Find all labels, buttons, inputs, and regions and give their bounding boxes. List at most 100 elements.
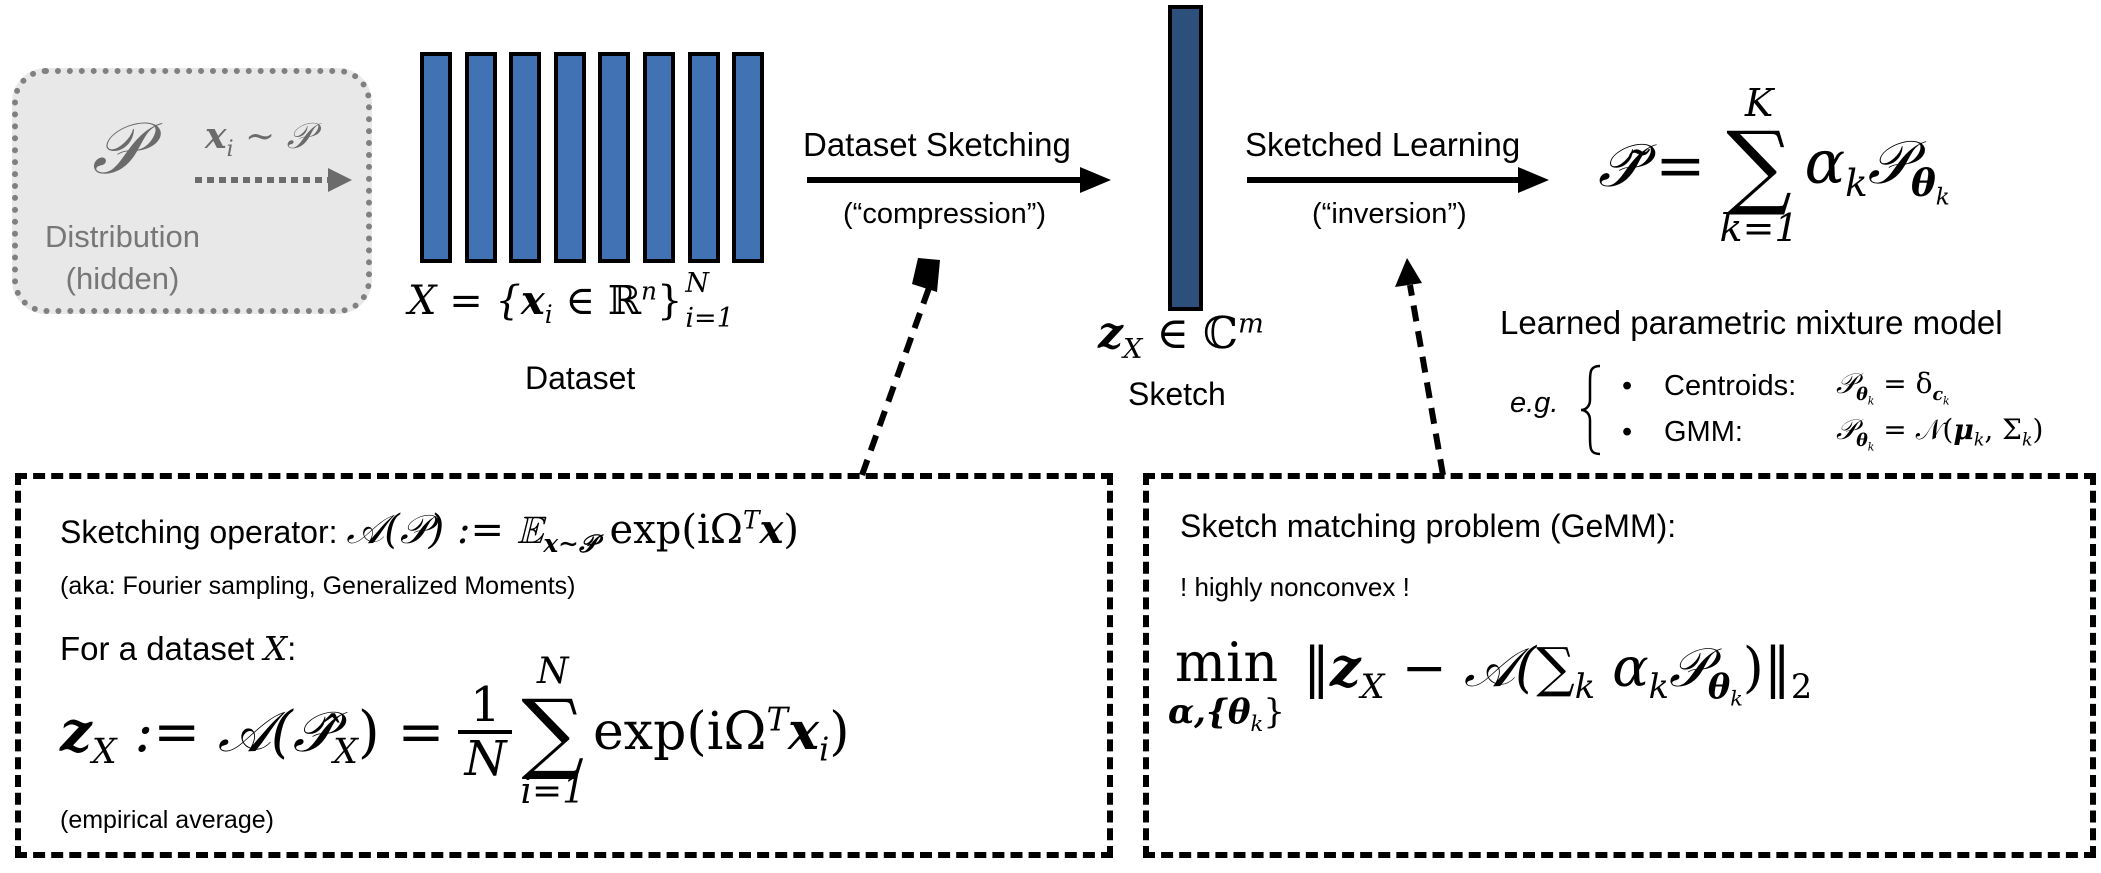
example-mu-k: k (1973, 430, 1985, 451)
operator-x: x (759, 506, 784, 553)
sketch-z-sub: X (1123, 333, 1143, 365)
objective-theta-sub: k (1730, 686, 1743, 711)
compression-label: (“compression”) (843, 198, 1047, 230)
dataset-bar (688, 52, 720, 263)
mixture-lhs: 𝒫̃ (1598, 130, 1642, 201)
example-P: 𝒫 (1836, 413, 1857, 446)
objective-z: z (1329, 635, 1361, 699)
sketch-z: z (1098, 308, 1123, 359)
fraction-denominator: N (464, 731, 507, 787)
sum-symbol-icon: ∑ (521, 680, 585, 784)
operator-exp: exp(iΩ (596, 507, 743, 553)
dataset-bar (732, 52, 764, 263)
for-dataset-text: For a dataset X: (60, 632, 296, 665)
sum-upper: N (536, 651, 569, 693)
dataset-bar (643, 52, 675, 263)
empirical-average-note: (empirical average) (60, 806, 274, 834)
for-dataset-var: X (263, 629, 288, 668)
norm-sub: 2 (1790, 666, 1813, 706)
fraction: 1 N (458, 676, 513, 787)
nonconvex-warning: ! highly nonconvex ! (1180, 572, 1410, 602)
dataset-formula: X = {xi ∈ ℝn} N i=1 (408, 270, 734, 332)
sketch-matching-title: Sketch matching problem (GeMM): (1180, 508, 1677, 544)
dataset-sketching-arrow (807, 167, 1111, 193)
mixture-P: 𝒫 (1867, 128, 1911, 199)
exp-x: x (787, 701, 819, 762)
example-sigma-k: k (2021, 430, 2033, 451)
example-gmm: •GMM: (1622, 418, 1743, 447)
empirical-eq: ) = (357, 699, 445, 765)
exp-term: exp(iΩTxi) (593, 704, 850, 766)
sum-lower: i=1 (520, 770, 586, 812)
exp-sup: T (766, 700, 788, 739)
dataset-formula-x: x (520, 277, 545, 324)
mixture-eq: = (1655, 130, 1706, 201)
example-close-paren: ) (2032, 413, 2044, 446)
dataset-formula-close: } (656, 278, 683, 324)
exp-close: ) (829, 702, 850, 762)
sketching-operator-label: Sketching operator: (60, 514, 338, 550)
example-theta-sub: k (1867, 440, 1875, 454)
dataset-bar (509, 52, 541, 263)
sketch-matching-objective: ‖zX − 𝒜(∑k αk𝒫θk)‖2 (1303, 640, 1812, 709)
min-subscript: α,{θk} (1168, 693, 1285, 734)
eg-label: e.g. (1510, 387, 1559, 419)
sample-x: x (205, 115, 227, 157)
sampling-arrow (195, 168, 352, 192)
empirical-P-hat: 𝒫̂ (292, 699, 334, 765)
aka-text: (aka: Fourier sampling, Generalized Mome… (60, 572, 576, 600)
exp-sub: i (818, 730, 830, 769)
sketch-bar (1168, 5, 1203, 311)
empirical-z-sub: X (91, 731, 117, 772)
mixture-theta-sub: k (1935, 184, 1950, 211)
example-sigma: , Σ (1984, 413, 2022, 446)
objective-P: 𝒫 (1668, 636, 1708, 699)
connector-left (859, 258, 940, 477)
example-P: 𝒫 (1836, 367, 1857, 400)
dataset-sketching-label: Dataset Sketching (803, 126, 1071, 163)
min-operator: min (1174, 631, 1279, 694)
example-name: Centroids: (1664, 370, 1797, 402)
sampling-label: xi ∼ 𝒫 (205, 115, 313, 160)
bullet-icon: • (1622, 370, 1633, 402)
empirical-P-hat-sub: X (333, 731, 358, 772)
distribution-label: Distribution (hidden) (30, 216, 215, 300)
operator-sup: T (742, 505, 760, 535)
sum-symbol-icon: ∑ (1726, 112, 1792, 219)
sketch-label: Sketch (1128, 376, 1226, 412)
dataset-formula-x-sub: i (544, 300, 553, 329)
objective-sum-sub: k (1574, 666, 1596, 706)
example-theta-sub: k (1867, 394, 1875, 408)
min-sub-k: k (1250, 710, 1264, 736)
objective-close: )‖ (1742, 636, 1791, 699)
empirical-z: z (60, 698, 92, 765)
sketched-learning-label: Sketched Learning (1245, 126, 1521, 163)
sketching-operator-text: Sketching operator: 𝒜(𝒫) := 𝔼x∼𝒫 exp(iΩT… (60, 507, 799, 556)
dataset-formula-upper: N (685, 268, 710, 299)
exp-open: exp(iΩ (593, 702, 767, 762)
example-rhs-sub: c (1932, 384, 1944, 405)
distribution-symbol: 𝒫 (92, 106, 144, 190)
mixture-theta: θ (1910, 161, 1936, 206)
connector-right-arrowhead (1395, 258, 1422, 287)
sample-sub: i (226, 136, 234, 163)
operator-lhs: 𝒜(𝒫) := 𝔼 (346, 507, 544, 553)
fraction-bar (458, 730, 513, 734)
for-dataset-colon: : (287, 630, 297, 667)
example-rhs-k: k (1943, 394, 1950, 408)
sketch-m: m (1237, 308, 1264, 340)
distribution-label-line1: Distribution (44, 219, 201, 254)
example-centroids-formula: 𝒫θk = δck (1836, 367, 1950, 406)
example-centroids: • Centroids: (1622, 372, 1796, 401)
fraction-numerator: 1 (470, 676, 501, 733)
norm-open: ‖ (1302, 636, 1330, 699)
objective-alpha-sub: k (1648, 666, 1669, 706)
sketch-formula: zX ∈ ℂm (1098, 310, 1264, 363)
connector-left-arrowhead (912, 258, 940, 292)
mixture-model-formula: 𝒫̃ = K ∑ k=1 αk𝒫θk (1598, 84, 1950, 247)
mixture-model-label: Learned parametric mixture model (1500, 304, 2003, 341)
mixture-alpha: α (1804, 128, 1846, 199)
sample-rel: ∼ 𝒫 (233, 116, 313, 157)
example-theta: θ (1856, 430, 1868, 451)
